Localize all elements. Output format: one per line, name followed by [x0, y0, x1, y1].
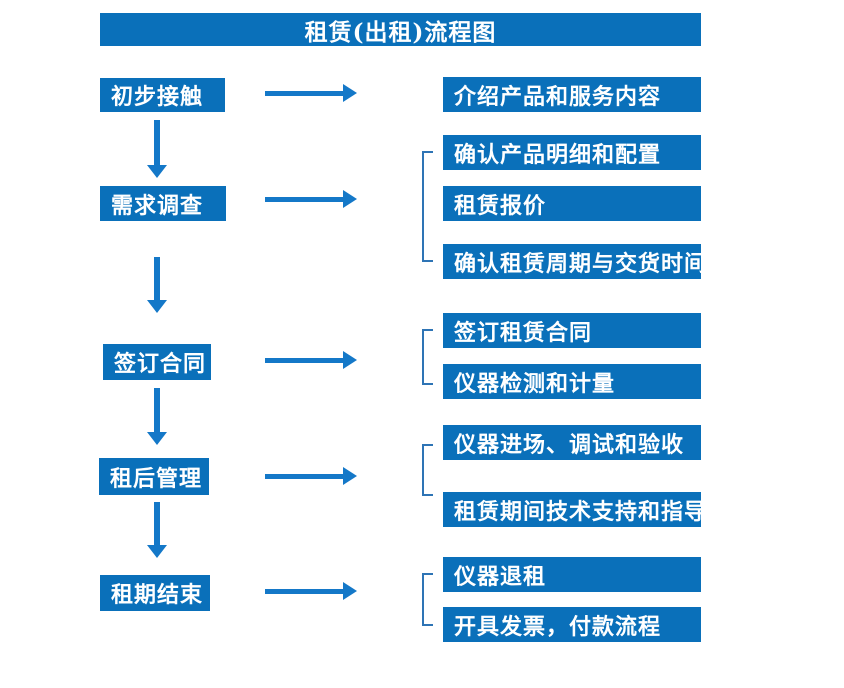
arrow-head: [147, 545, 167, 558]
detail-box-introduce-products: 介绍产品和服务内容: [443, 77, 701, 112]
arrow-shaft: [265, 474, 344, 479]
detail-box-sign-rental-contract: 签订租赁合同: [443, 313, 701, 348]
step-box-initial-contact: 初步接触: [100, 78, 225, 112]
arrow-head: [343, 84, 357, 102]
detail-box-confirm-product-details: 确认产品明细和配置: [443, 135, 701, 170]
down-arrow-icon: [147, 257, 167, 313]
down-arrow-icon: [147, 502, 167, 558]
step-box-demand-survey: 需求调查: [100, 186, 226, 221]
chart-title-bar: 租赁(出租)流程图: [100, 13, 701, 46]
arrow-head: [343, 582, 357, 600]
detail-box-rental-quote: 租赁报价: [443, 186, 701, 221]
arrow-shaft: [154, 120, 160, 165]
group-bracket-rental-end: [422, 573, 433, 626]
detail-box-invoice-payment: 开具发票，付款流程: [443, 607, 701, 642]
arrow-shaft: [265, 589, 344, 594]
arrow-shaft: [154, 388, 160, 432]
arrow-head: [343, 467, 357, 485]
detail-box-instrument-setup-acceptance: 仪器进场、调试和验收: [443, 425, 701, 460]
chart-title: 租赁(出租)流程图: [304, 18, 497, 46]
arrow-head: [343, 190, 357, 208]
detail-box-confirm-period-delivery: 确认租赁周期与交货时间: [443, 244, 706, 279]
detail-box-instrument-testing: 仪器检测和计量: [443, 364, 701, 399]
arrow-head: [343, 351, 357, 369]
right-arrow-icon: [265, 582, 357, 600]
arrow-head: [147, 432, 167, 445]
group-bracket-sign-contract: [422, 329, 433, 385]
right-arrow-icon: [265, 190, 357, 208]
group-bracket-demand-survey: [422, 151, 433, 262]
step-box-rental-end: 租期结束: [100, 575, 210, 611]
step-box-post-rental-management: 租后管理: [99, 458, 209, 495]
arrow-head: [147, 165, 167, 178]
arrow-shaft: [154, 257, 160, 300]
detail-box-instrument-return: 仪器退租: [443, 557, 701, 592]
right-arrow-icon: [265, 84, 357, 102]
arrow-shaft: [265, 197, 344, 202]
arrow-shaft: [265, 358, 344, 363]
down-arrow-icon: [147, 120, 167, 178]
arrow-head: [147, 300, 167, 313]
group-bracket-post-rental: [422, 444, 433, 496]
detail-box-technical-support: 租赁期间技术支持和指导: [443, 492, 706, 527]
step-box-sign-contract: 签订合同: [103, 344, 211, 380]
down-arrow-icon: [147, 388, 167, 445]
right-arrow-icon: [265, 351, 357, 369]
arrow-shaft: [265, 91, 344, 96]
right-arrow-icon: [265, 467, 357, 485]
arrow-shaft: [154, 502, 160, 545]
